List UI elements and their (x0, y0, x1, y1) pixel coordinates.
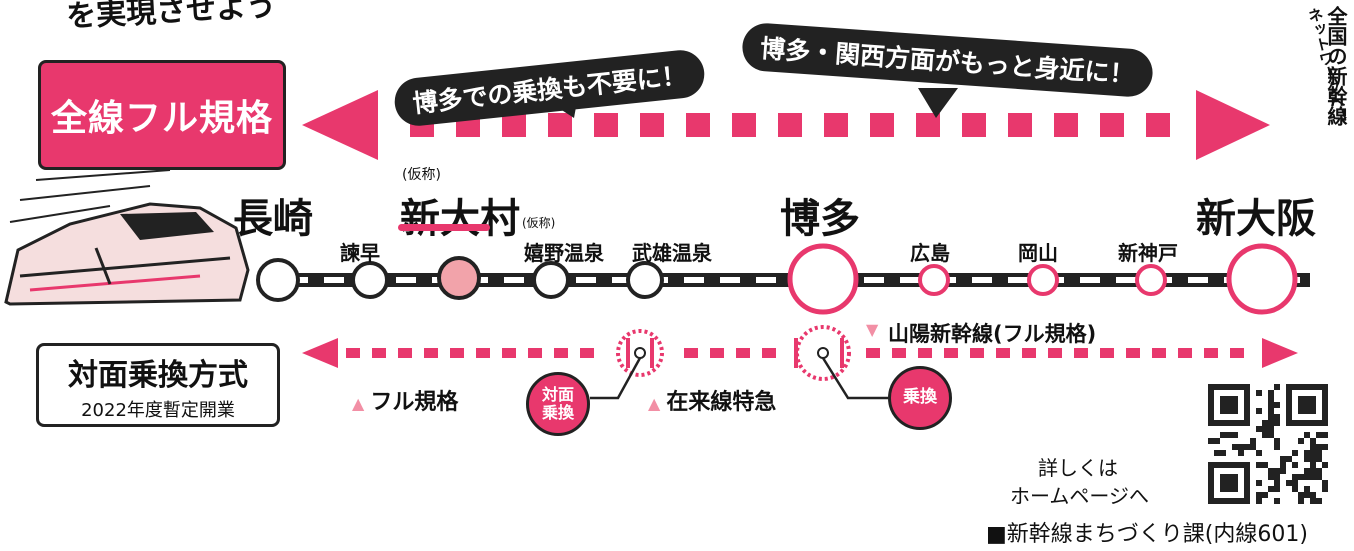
full-spec-box: 全線フル規格 (38, 60, 286, 170)
full-spec-label: 全線フル規格 (50, 98, 273, 139)
badge-taimen: 対面乗換 (526, 372, 590, 436)
station-hakata (787, 243, 859, 315)
details-line-1: 詳しくは (1038, 456, 1118, 480)
station-shin-osaka (1226, 243, 1298, 315)
station-markers (256, 243, 1298, 315)
contact-line: ■新幹線まちづくり課(内線601) (986, 522, 1308, 547)
triangle-up-icon: ▲ (352, 394, 365, 413)
triangle-down-icon: ▼ (866, 320, 879, 339)
bubble-right-tail (918, 88, 958, 118)
network-note: 全国の新幹線 ネットワークへ！ (1272, 6, 1352, 206)
legend-zairai: ▲ 在来線特急 (648, 384, 776, 416)
station-takeo (626, 261, 664, 299)
label-okayama: 岡山 (1018, 241, 1058, 265)
station-okayama (1027, 264, 1059, 296)
label-shin-osaka: 新大阪 (1196, 196, 1316, 242)
label-ureshino: 嬉野温泉 (524, 241, 604, 265)
label-sanyo: 山陽新幹線(フル規格) (888, 322, 1097, 346)
taimen-title: 対面乗換方式 (68, 358, 248, 393)
qr-code (1208, 384, 1328, 504)
label-shin-omura: 新大村 (400, 196, 520, 242)
label-isahaya: 諫早 (340, 241, 380, 265)
triangle-up-icon: ▲ (648, 394, 661, 413)
shin-omura-underline (398, 224, 490, 231)
taimen-box: 対面乗換方式 2022年度暫定開業 (36, 343, 280, 427)
details-line-2: ホームページへ (1010, 484, 1149, 508)
station-ureshino (532, 261, 570, 299)
label-nagasaki: 長崎 (233, 196, 313, 242)
station-shin-kobe (1135, 264, 1167, 296)
station-nagasaki (256, 258, 300, 302)
legend-zairai-label: 在来線特急 (666, 390, 777, 415)
label-shin-kobe: 新神戸 (1118, 241, 1178, 265)
provisional-note-shin-omura: (仮称) (402, 167, 441, 183)
station-shin-omura (437, 256, 481, 300)
provisional-note-ureshino: (仮称) (522, 216, 556, 230)
label-hakata: 博多 (780, 196, 860, 242)
train-illustration (4, 169, 250, 306)
label-hiroshima: 広島 (910, 241, 950, 265)
label-takeo: 武雄温泉 (632, 241, 712, 265)
relay-arrow (302, 325, 1298, 400)
badge-norikae: 乗換 (888, 366, 952, 430)
taimen-subtitle: 2022年度暫定開業 (81, 400, 235, 421)
station-isahaya (351, 261, 389, 299)
station-hiroshima (918, 264, 950, 296)
network-note-main: 全国の新幹線 (1324, 6, 1348, 126)
legend-full-spec: ▲ フル規格 (352, 384, 458, 416)
legend-full-spec-label: フル規格 (370, 390, 459, 415)
